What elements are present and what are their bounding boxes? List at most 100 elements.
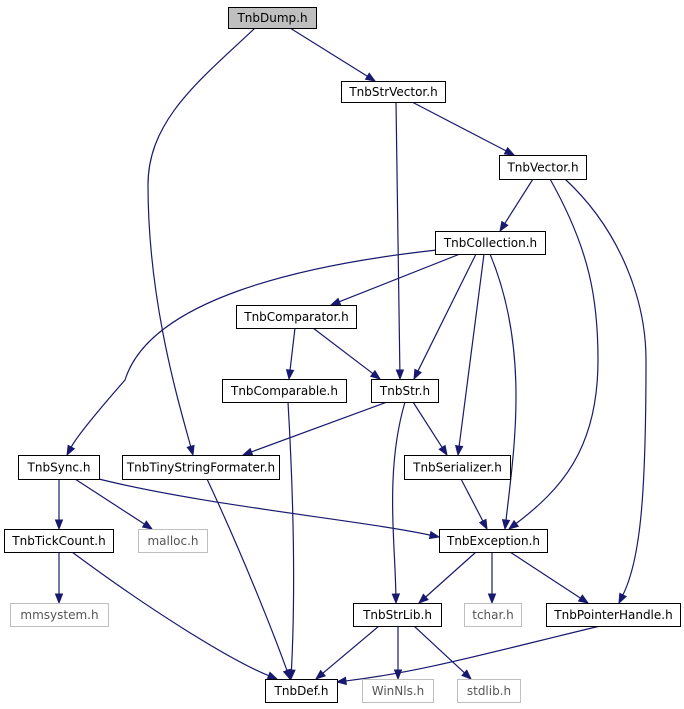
edge-arrowhead — [335, 676, 347, 686]
edge-arrowhead — [503, 146, 516, 156]
node-label: stdlib.h — [467, 684, 511, 698]
node-tnbcomparator-h[interactable]: TnbComparator.h — [236, 305, 357, 329]
edge-arrowhead — [499, 220, 509, 233]
node-tnbcollection-h[interactable]: TnbCollection.h — [435, 231, 546, 255]
edge-arrowhead — [241, 447, 254, 456]
edge-arrowhead — [329, 297, 342, 306]
node-tnbpointerhandle-h[interactable]: TnbPointerHandle.h — [546, 603, 681, 627]
node-tnbtinystringformater-h[interactable]: TnbTinyStringFormater.h — [122, 455, 280, 480]
edge-tnbexception-to-tchar — [487, 552, 497, 605]
node-box — [371, 379, 439, 403]
node-label: TnbSync.h — [27, 461, 91, 475]
edge-arrowhead — [455, 445, 464, 457]
node-tnbserializer-h[interactable]: TnbSerializer.h — [404, 455, 511, 480]
edge-tnbstrlib-to-tnbdef — [314, 625, 380, 680]
edge-line — [312, 327, 374, 375]
edge-line — [460, 478, 484, 522]
node-box — [228, 7, 317, 29]
node-tnbdef-h[interactable]: TnbDef.h — [265, 679, 338, 703]
edge-line — [425, 551, 477, 598]
node-label: TnbStr.h — [379, 384, 430, 398]
edge-arrowhead — [314, 669, 326, 680]
edge-line — [94, 477, 431, 536]
edge-tnbstr-to-tnbserializer — [412, 401, 448, 457]
edge-line — [413, 625, 465, 674]
edge-tnbcomparator-to-tnbcomparable — [285, 327, 296, 381]
edge-line — [339, 253, 461, 303]
edge-arrowhead — [395, 369, 405, 381]
edge-arrowhead — [364, 72, 377, 82]
edge-line — [395, 101, 401, 371]
edge-tnbcollection-to-tnbexception — [489, 253, 517, 531]
node-box — [439, 529, 548, 553]
edge-tnbsync-to-malloc — [74, 478, 154, 530]
edge-tnbpointerhandle-to-tnbdef — [335, 625, 601, 686]
node-tnbstrlib-h[interactable]: TnbStrLib.h — [353, 603, 442, 627]
node-tnbcomparable-h[interactable]: TnbComparable.h — [222, 379, 347, 403]
edge-tnbstrlib-to-stdlib — [413, 625, 473, 680]
edge-arrowhead — [66, 444, 76, 457]
node-label: TnbStrLib.h — [362, 608, 432, 622]
edge-arrowhead — [618, 592, 627, 605]
node-box — [236, 305, 357, 329]
edge-arrowhead — [417, 593, 429, 604]
edge-tnbexception-to-tnbstrlib — [417, 551, 477, 604]
node-box — [404, 455, 511, 480]
node-label: TnbTickCount.h — [11, 534, 105, 548]
edge-tnbcomparator-to-tnbstr — [312, 327, 382, 380]
node-box — [138, 529, 208, 553]
edge-tnbstr-to-tnbstrlib — [391, 401, 406, 605]
edge-tnbdump-to-tnbstrvector — [289, 27, 377, 82]
edge-tnbcollection-to-tnbstr — [413, 253, 477, 381]
edge-line — [322, 625, 380, 674]
node-mmsystem-h: mmsystem.h — [10, 603, 109, 627]
node-label: TnbPointerHandle.h — [553, 608, 672, 622]
edge-tnbcomparable-to-tnbdef — [287, 401, 296, 681]
node-tnbstrvector-h[interactable]: TnbStrVector.h — [341, 81, 446, 103]
edge-tnbtickcount-to-tnbdef — [71, 551, 279, 680]
edge-tnbvector-to-tnbexception — [507, 178, 599, 530]
edge-line — [71, 551, 269, 677]
edge-tnbdump-to-tnbtinystringformater — [147, 27, 256, 457]
node-box — [10, 603, 109, 627]
edge-tnbstrvector-to-tnbstr — [395, 101, 405, 381]
node-box — [435, 231, 546, 255]
edge-line — [251, 401, 388, 453]
node-box — [464, 603, 522, 627]
edge-arrowhead — [285, 369, 295, 381]
node-box — [362, 679, 434, 703]
edge-arrowhead — [501, 519, 511, 531]
edge-arrowhead — [428, 530, 441, 540]
edge-arrowhead — [393, 669, 403, 681]
node-tnbsync-h[interactable]: TnbSync.h — [18, 455, 100, 480]
node-label: WinNls.h — [372, 684, 425, 698]
edge-arrowhead — [186, 444, 195, 457]
edge-tnbserializer-to-tnbexception — [460, 478, 488, 531]
edge-arrowhead — [141, 520, 154, 530]
node-winnls-h: WinNls.h — [362, 679, 434, 703]
node-tnbvector-h[interactable]: TnbVector.h — [499, 155, 587, 180]
edge-arrowhead — [266, 671, 279, 680]
node-label: TnbDump.h — [236, 11, 307, 25]
node-box — [18, 455, 100, 480]
node-tnbdump-h[interactable]: TnbDump.h — [228, 7, 317, 29]
edge-arrowhead — [54, 519, 64, 531]
node-tnbexception-h[interactable]: TnbException.h — [439, 529, 548, 553]
node-box — [457, 679, 521, 703]
node-tnbstr-h[interactable]: TnbStr.h — [371, 379, 439, 403]
node-malloc-h: malloc.h — [138, 529, 208, 553]
edge-line — [564, 178, 647, 596]
edge-line — [70, 249, 438, 448]
edge-arrowhead — [461, 669, 473, 680]
node-label: mmsystem.h — [20, 608, 98, 622]
edge-tnbvector-to-tnbpointerhandle — [564, 178, 647, 605]
edge-arrowhead — [577, 594, 590, 604]
node-tnbtickcount-h[interactable]: TnbTickCount.h — [4, 529, 114, 553]
edge-tnbsync-to-tnbexception — [94, 477, 441, 540]
node-label: malloc.h — [147, 534, 198, 548]
node-label: TnbTinyStringFormater.h — [126, 461, 275, 475]
node-box — [122, 455, 280, 480]
edge-line — [489, 253, 517, 521]
edge-arrowhead — [438, 444, 448, 457]
